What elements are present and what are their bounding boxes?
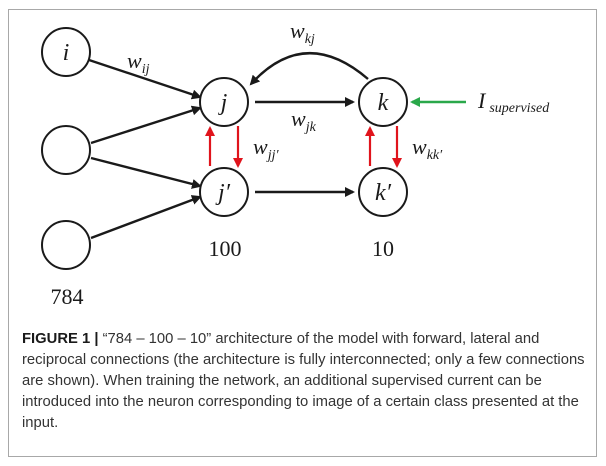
weight-label-wkk: wkk′ xyxy=(412,134,443,163)
layer-count-output: 10 xyxy=(372,236,394,261)
figure-caption: FIGURE 1 | “784 – 100 – 10” architecture… xyxy=(22,329,587,434)
weight-label-wkj: wkj xyxy=(290,18,315,47)
edge-input2-to-jprime xyxy=(90,156,202,189)
edge-input3-to-jprime xyxy=(90,195,202,240)
node-j: j xyxy=(199,77,249,127)
node-k-prime-label: k′ xyxy=(375,180,392,206)
edge-i-to-j xyxy=(88,58,202,100)
node-i: i xyxy=(41,27,91,77)
node-j-label: j xyxy=(218,90,228,116)
node-k-label: k xyxy=(378,90,389,116)
node-input-2 xyxy=(41,125,91,175)
node-k-prime: k′ xyxy=(358,167,408,217)
layer-count-hidden: 100 xyxy=(209,236,242,261)
weight-label-wjj: wjj′ xyxy=(253,134,279,163)
figure-caption-text: “784 – 100 – 10” architecture of the mod… xyxy=(22,331,585,431)
edge-k-to-j xyxy=(249,52,369,86)
figure-caption-label: FIGURE 1 | xyxy=(22,331,99,347)
node-i-label: i xyxy=(63,40,70,66)
edge-input2-to-j xyxy=(90,105,202,145)
node-k: k xyxy=(358,77,408,127)
node-j-prime: j′ xyxy=(199,167,249,217)
node-input-3 xyxy=(41,220,91,270)
weight-label-wij: wij xyxy=(127,48,150,77)
layer-count-input: 784 xyxy=(51,284,84,309)
weight-label-wjk: wjk xyxy=(291,106,317,135)
node-j-prime-label: j′ xyxy=(215,180,231,206)
